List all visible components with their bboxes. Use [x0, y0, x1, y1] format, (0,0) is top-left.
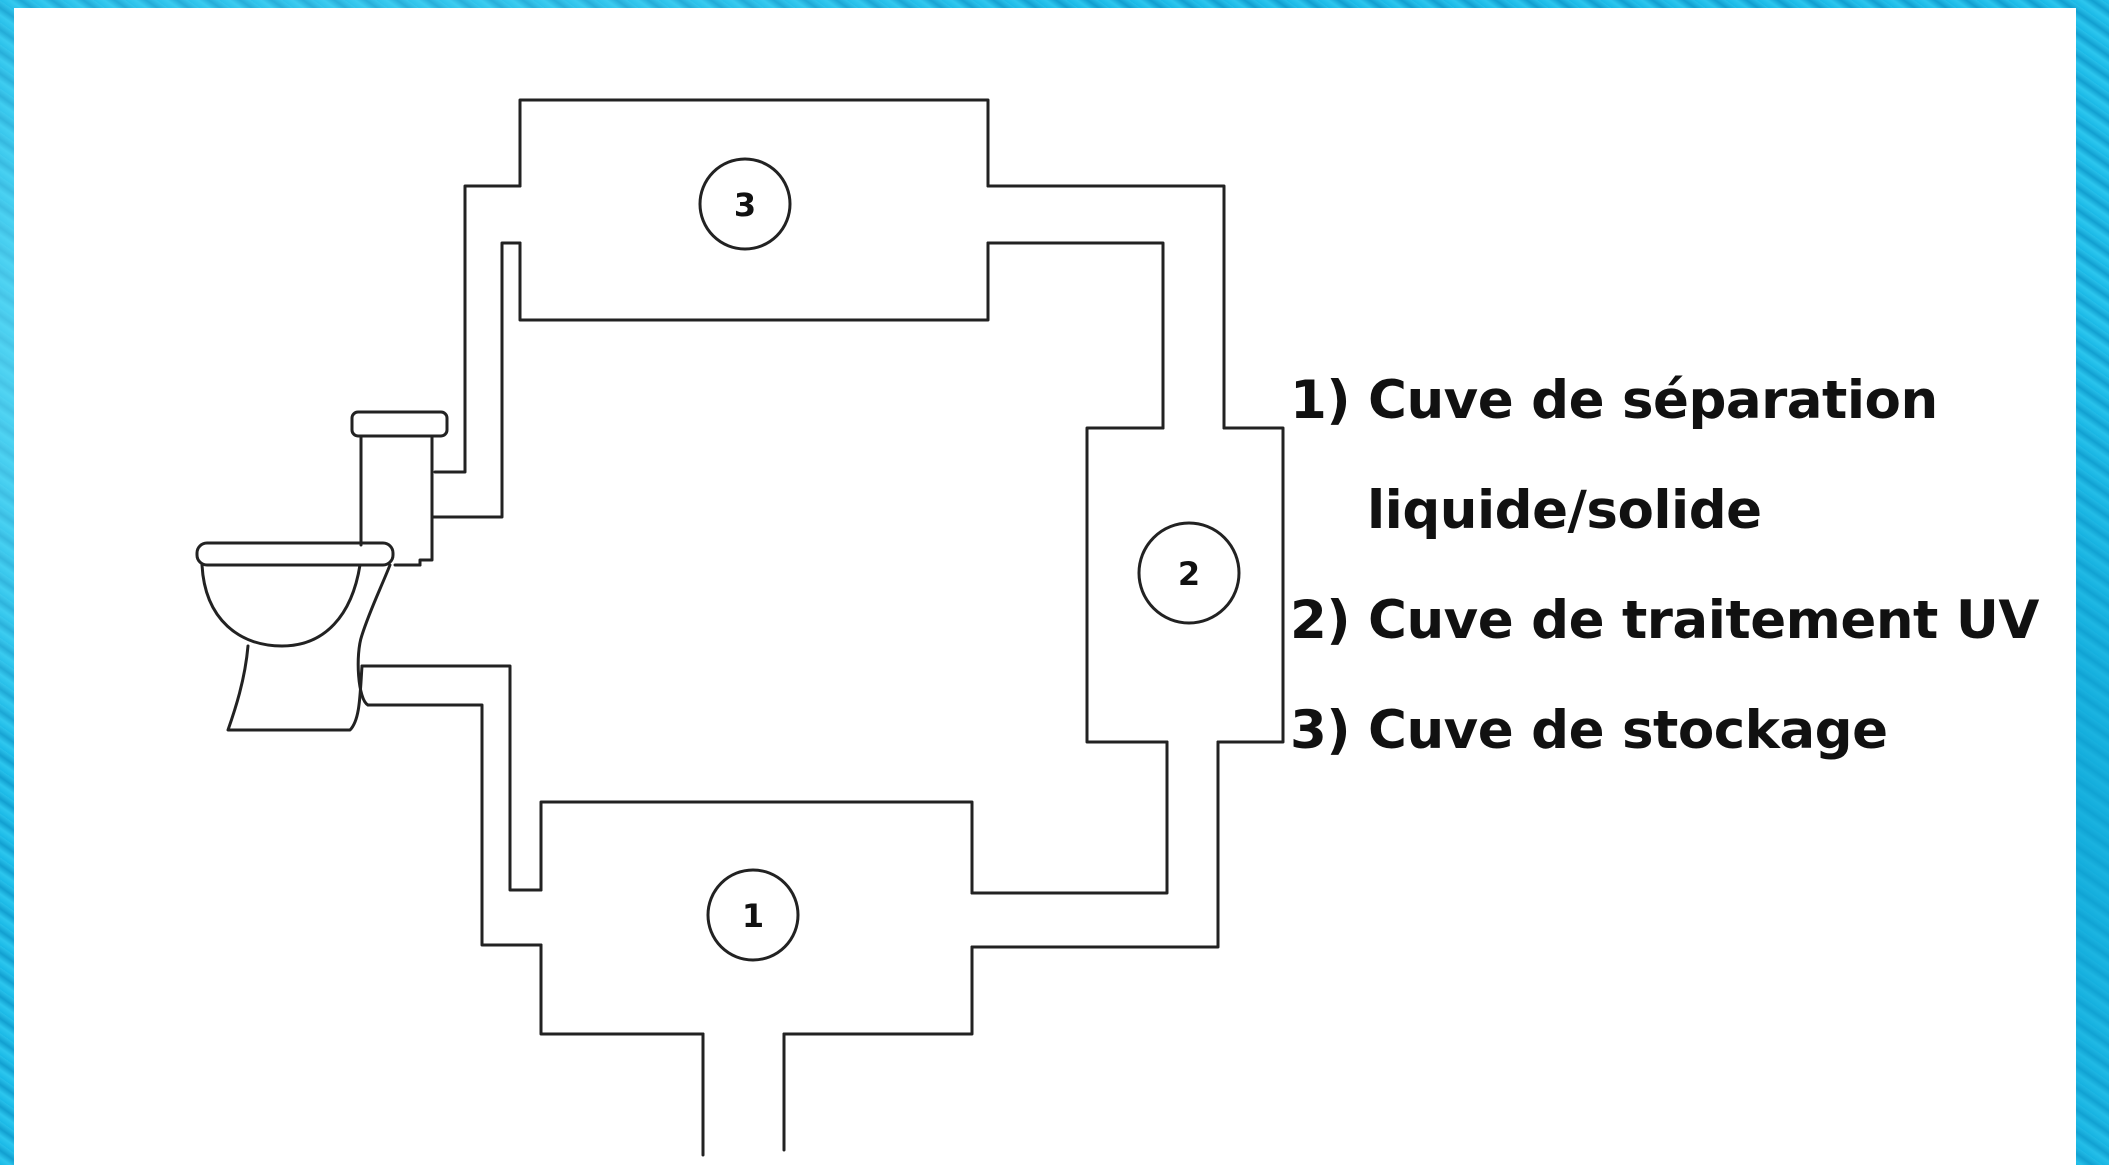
toilet-icon: [195, 410, 449, 732]
pipe-toilet-to-separation: [360, 664, 543, 947]
tank-1-marker: [706, 868, 800, 962]
legend-item-2: 2) Cuve de traitement UV: [1290, 590, 2039, 651]
white-panel: [14, 8, 2076, 1165]
tank-2-number: 2: [1178, 555, 1200, 593]
legend-item-1-continued: liquide/solide: [1367, 480, 1762, 541]
tank-3-number: 3: [734, 186, 756, 224]
tank-1-separation: 1: [539, 800, 974, 1036]
tank-3-storage: 3: [518, 98, 990, 322]
tank-1-number: 1: [742, 897, 764, 935]
legend-item-3: 3) Cuve de stockage: [1290, 700, 1888, 761]
pipe-uv-to-storage: [986, 184, 1226, 430]
tank-2-marker: [1137, 521, 1241, 625]
pipe-storage-to-toilet: [430, 184, 522, 519]
tank-3-marker: [698, 157, 792, 251]
drain-pipe: [701, 1032, 786, 1157]
legend-item-1: 1) Cuve de séparation: [1290, 370, 1938, 431]
tank-2-uv-treatment: 2: [1085, 426, 1285, 744]
pipe-separation-to-uv: [970, 740, 1220, 949]
